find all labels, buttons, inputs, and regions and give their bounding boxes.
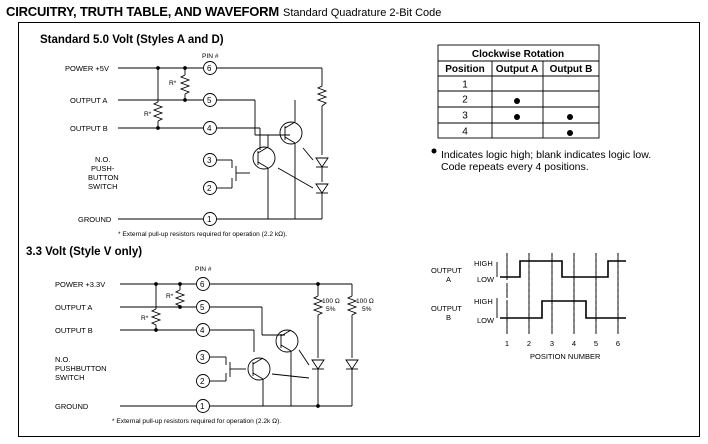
wave-output-a-line1: OUTPUT [431, 266, 462, 275]
footnote-5v: * External pull-up resistors required fo… [118, 231, 287, 238]
truth-table-note-1: Indicates logic high; blank indicates lo… [441, 149, 651, 161]
resistor-label-5v-b: R* [144, 111, 152, 118]
waveform-axes [496, 253, 619, 333]
circuit-5v-wiring [118, 61, 329, 226]
pin-5v-4: 4 [207, 124, 212, 133]
label-switch-3-5v: BUTTON [88, 173, 119, 182]
wave-b-high: HIGH [474, 297, 493, 306]
truth-table-position-3: 3 [462, 111, 468, 122]
pin-5v-1: 1 [207, 215, 212, 224]
resistor-value-2b: 5% [362, 306, 372, 313]
truth-table-grid [437, 44, 600, 139]
pin-33v-6: 6 [200, 280, 205, 289]
label-power-33v: POWER +3.3V [55, 280, 105, 289]
header-output-b: Output B [550, 64, 593, 75]
heading-5v: Standard 5.0 Volt (Styles A and D) [40, 34, 224, 46]
label-switch-2-33v: PUSHBUTTON [55, 364, 107, 373]
label-ground-5v: GROUND [78, 215, 112, 224]
wave-position-6: 6 [616, 339, 620, 348]
resistor-label-33v-a: R* [166, 293, 174, 300]
pin-33v-3: 3 [200, 353, 205, 362]
pin-5v-2: 2 [207, 184, 212, 193]
wave-a-low: LOW [477, 275, 495, 284]
resistor-value-2a: 100 Ω [356, 298, 374, 305]
truth-table-rows: 1 2 3 4 [462, 80, 573, 138]
pin-5v-3: 3 [207, 156, 212, 165]
heading-33v: 3.3 Volt (Style V only) [26, 246, 142, 258]
waveform-signal-b [500, 300, 626, 319]
diagram-frame [18, 22, 700, 437]
label-switch-1-5v: N.O. [95, 155, 110, 164]
title-main: CIRCUITRY, TRUTH TABLE, AND WAVEFORM [6, 4, 280, 19]
resistor-label-5v-a: R* [169, 80, 177, 87]
wave-position-3: 3 [550, 339, 554, 348]
truth-table-position-4: 4 [462, 127, 468, 138]
resistor-label-33v-b: R* [141, 315, 149, 322]
label-output-b-33v: OUTPUT B [55, 326, 93, 335]
circuit-33v-wiring [120, 277, 359, 413]
header-position: Position [445, 64, 484, 75]
pin-33v-4: 4 [200, 326, 205, 335]
wave-output-b-line1: OUTPUT [431, 304, 462, 313]
wave-position-1: 1 [505, 339, 509, 348]
wave-position-5: 5 [594, 339, 598, 348]
wave-position-4: 4 [572, 339, 576, 348]
logic-high-a-2 [514, 98, 520, 104]
logic-high-b-3 [567, 114, 573, 120]
truth-table-position-1: 1 [462, 80, 468, 91]
truth-table-caption: Clockwise Rotation [472, 49, 564, 60]
waveform-signal-a [500, 260, 626, 278]
label-power-5v: POWER +5V [65, 64, 109, 73]
pin-33v-2: 2 [200, 377, 205, 386]
header-output-a: Output A [496, 64, 538, 75]
wave-a-high: HIGH [474, 259, 493, 268]
logic-high-dot-icon [431, 148, 437, 154]
label-switch-1-33v: N.O. [55, 355, 70, 364]
pin-33v-5: 5 [200, 303, 205, 312]
label-output-a-33v: OUTPUT A [55, 303, 92, 312]
pin-5v-6: 6 [207, 64, 212, 73]
label-output-a-5v: OUTPUT A [70, 96, 107, 105]
footnote-33v: * External pull-up resistors required fo… [112, 418, 281, 425]
wave-output-b-line2: B [446, 313, 451, 322]
label-switch-2-5v: PUSH- [91, 164, 115, 173]
pin-33v-1: 1 [200, 402, 205, 411]
label-ground-33v: GROUND [55, 402, 89, 411]
wave-b-low: LOW [477, 316, 495, 325]
resistor-value-1a: 100 Ω [322, 298, 340, 305]
truth-table-position-2: 2 [462, 95, 468, 106]
wave-axis-label: POSITION NUMBER [530, 352, 601, 361]
pin-5v-5: 5 [207, 96, 212, 105]
title-subtitle: Standard Quadrature 2-Bit Code [283, 7, 442, 19]
label-switch-4-5v: SWITCH [88, 182, 118, 191]
pin-header-5v: PIN # [202, 53, 219, 60]
pin-header-33v: PIN # [195, 266, 212, 273]
waveform-position-numbers: 1 2 3 4 5 6 [505, 339, 620, 348]
resistor-value-1b: 5% [326, 306, 336, 313]
truth-table-note-2: Code repeats every 4 positions. [441, 161, 589, 173]
logic-high-b-4 [567, 130, 573, 136]
label-switch-3-33v: SWITCH [55, 373, 85, 382]
logic-high-a-3 [514, 114, 520, 120]
wave-output-a-line2: A [446, 275, 451, 284]
label-output-b-5v: OUTPUT B [70, 124, 108, 133]
wave-position-2: 2 [527, 339, 531, 348]
waveform-gridlines [506, 253, 619, 335]
